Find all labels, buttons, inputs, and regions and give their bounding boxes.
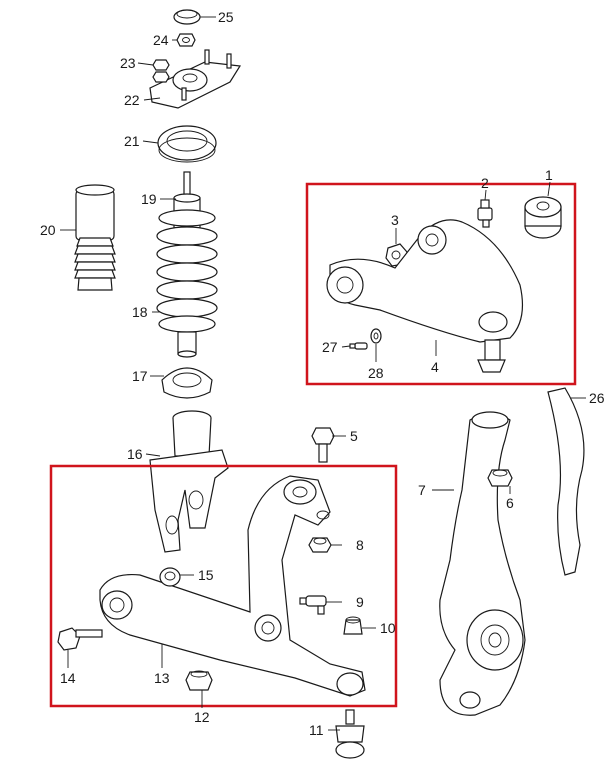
part-25-dust-cap [173, 9, 201, 25]
callout-25: 25 [218, 9, 234, 25]
part-18-coil-spring [156, 209, 218, 358]
part-17-lower-spring-seat [161, 367, 213, 399]
callout-1: 1 [545, 167, 553, 183]
part-13-lower-control-arm [99, 475, 366, 697]
callout-6: 6 [506, 495, 514, 511]
callout-4: 4 [431, 359, 439, 375]
callout-2: 2 [481, 175, 489, 191]
callout-22: 22 [124, 92, 140, 108]
callout-10: 10 [380, 620, 396, 636]
callout-11: 11 [309, 722, 324, 738]
part-28-washer [370, 328, 382, 344]
part-4-upper-control-arm [326, 219, 523, 373]
callout-26: 26 [589, 390, 605, 406]
lower-arm-highlight-frame [49, 464, 398, 708]
callout-12: 12 [194, 709, 210, 725]
callout-21: 21 [124, 133, 140, 149]
callout-24: 24 [153, 32, 169, 48]
part-26-stabilizer-link [547, 387, 585, 576]
callout-labels: 25 24 23 22 21 19 20 18 17 16 1 2 3 4 27… [40, 9, 605, 738]
part-20-dust-boot [74, 184, 116, 291]
leader-lines [60, 16, 586, 731]
part-8-nut [308, 537, 332, 553]
callout-23: 23 [120, 55, 136, 71]
part-5-bolt [311, 427, 335, 463]
part-16-strut-fork [149, 410, 229, 553]
part-22-upper-mount [149, 49, 242, 109]
callout-16: 16 [127, 446, 143, 462]
part-23-nut [152, 59, 170, 83]
upper-arm-group [326, 196, 562, 373]
callout-7: 7 [418, 482, 426, 498]
part-1-bushing [524, 196, 562, 239]
callout-14: 14 [60, 670, 76, 686]
knuckle-group [439, 387, 585, 716]
part-10-nut [343, 616, 363, 635]
callout-27: 27 [322, 339, 338, 355]
part-21-spring-seat [157, 125, 217, 163]
part-11-ball-joint [335, 709, 365, 759]
callout-15: 15 [198, 567, 214, 583]
part-12-nut [185, 670, 213, 691]
part-2-bolt [477, 199, 493, 228]
part-27-bolt [349, 342, 368, 350]
callout-18: 18 [132, 304, 148, 320]
strut-assembly [74, 9, 242, 553]
callout-8: 8 [356, 537, 364, 553]
part-7-steering-knuckle [439, 411, 526, 716]
part-6-nut [487, 469, 513, 487]
part-24-nut [176, 33, 196, 47]
part-9-bolt [299, 595, 327, 615]
lower-arm-group [57, 427, 366, 759]
callout-28: 28 [368, 365, 384, 381]
part-14-bolt [57, 627, 103, 651]
callout-20: 20 [40, 222, 56, 238]
callout-13: 13 [154, 670, 170, 686]
part-15-bushing [159, 567, 181, 587]
upper-arm-highlight-frame [305, 182, 577, 386]
callout-17: 17 [132, 368, 148, 384]
callout-3: 3 [391, 212, 399, 228]
callout-19: 19 [141, 191, 157, 207]
callout-9: 9 [356, 594, 364, 610]
callout-5: 5 [350, 428, 358, 444]
